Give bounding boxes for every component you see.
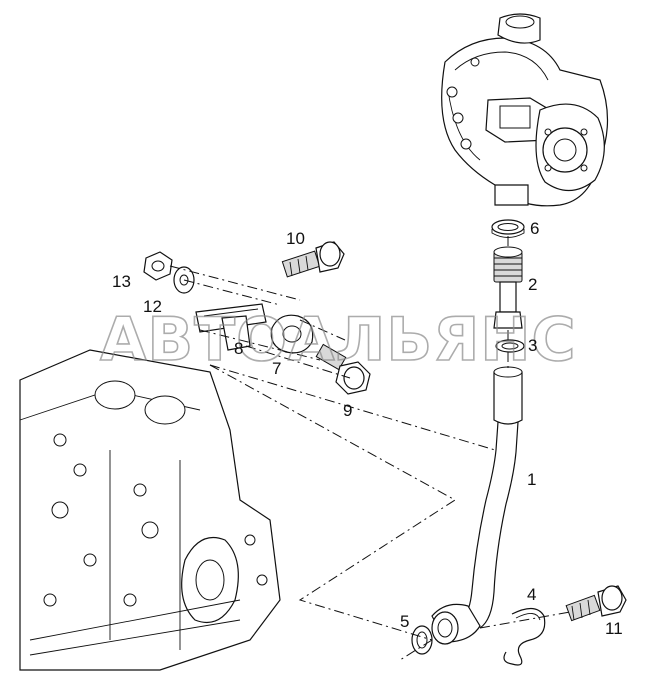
callout-1: 1 xyxy=(527,470,536,489)
callout-5: 5 xyxy=(400,612,409,631)
bolt-10 xyxy=(281,241,345,278)
oil-return-pipe-1 xyxy=(431,366,523,645)
callout-11: 11 xyxy=(605,619,623,638)
bolt-9 xyxy=(315,343,371,395)
clamp-7 xyxy=(270,314,314,354)
callout-9: 9 xyxy=(343,401,352,420)
callout-12: 12 xyxy=(143,297,162,316)
gasket-6 xyxy=(491,219,525,238)
callout-13: 13 xyxy=(112,272,131,291)
clip-4 xyxy=(503,607,546,666)
bracket-8 xyxy=(221,315,251,351)
callout-10: 10 xyxy=(286,229,305,248)
turbocharger xyxy=(441,13,609,207)
watermark: АВТОАЛЬЯНС xyxy=(100,305,577,375)
adapter-2 xyxy=(493,246,523,329)
o-ring-5 xyxy=(411,625,433,655)
callout-4: 4 xyxy=(527,585,536,604)
bolt-11 xyxy=(565,585,627,622)
nut-13 xyxy=(143,251,173,281)
callout-3: 3 xyxy=(528,336,537,355)
callout-8: 8 xyxy=(234,339,243,358)
engine-block xyxy=(19,349,281,671)
callout-2: 2 xyxy=(528,275,537,294)
o-ring-3 xyxy=(495,339,525,353)
callout-7: 7 xyxy=(272,359,281,378)
callout-6: 6 xyxy=(530,219,539,238)
assembly-lines xyxy=(169,236,571,661)
